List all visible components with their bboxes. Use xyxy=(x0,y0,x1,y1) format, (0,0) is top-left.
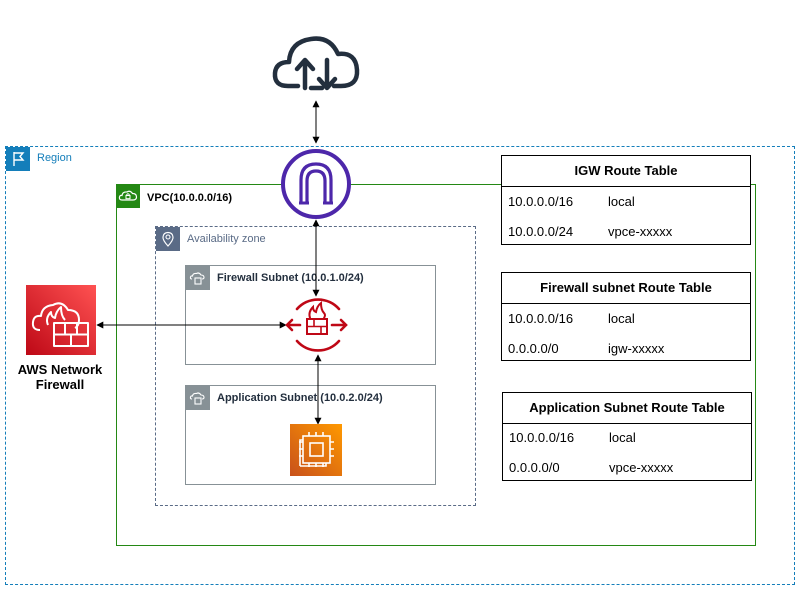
vpc-cloud-lock-icon xyxy=(116,184,140,208)
network-firewall-label-line1: AWS Network xyxy=(17,362,103,377)
route-target: vpce-xxxxx xyxy=(609,460,674,475)
route-table-title: Application Subnet Route Table xyxy=(503,393,751,424)
route-target: local xyxy=(608,194,635,209)
availability-zone-pin-icon xyxy=(156,227,180,251)
firewall-endpoint-icon xyxy=(285,298,348,352)
internet-cloud-icon xyxy=(272,36,360,91)
subnet-icon xyxy=(186,266,210,290)
route-target: vpce-xxxxx xyxy=(608,224,673,239)
availability-zone-label: Availability zone xyxy=(187,233,266,245)
route-target: local xyxy=(609,430,636,445)
route-destination: 0.0.0.0/0 xyxy=(508,341,559,356)
application-subnet-route-table: Application Subnet Route Table 10.0.0.0/… xyxy=(502,392,752,481)
network-firewall-label-line2: Firewall xyxy=(35,377,85,392)
region-flag-icon xyxy=(6,147,30,171)
region-label: Region xyxy=(37,152,72,164)
ec2-instance-icon xyxy=(290,424,342,476)
vpc-label: VPC(10.0.0.0/16) xyxy=(147,192,232,204)
application-subnet-label: Application Subnet (10.0.2.0/24) xyxy=(217,392,383,404)
route-table-title: Firewall subnet Route Table xyxy=(502,273,750,304)
route-destination: 0.0.0.0/0 xyxy=(509,460,560,475)
vpc-boundary xyxy=(116,184,756,546)
internet-gateway-icon xyxy=(281,149,351,219)
route-table-title: IGW Route Table xyxy=(502,156,750,187)
firewall-subnet-route-table: Firewall subnet Route Table 10.0.0.0/16 … xyxy=(501,272,751,361)
application-subnet-boundary xyxy=(185,385,436,485)
firewall-subnet-boundary xyxy=(185,265,436,365)
route-target: local xyxy=(608,311,635,326)
firewall-subnet-label: Firewall Subnet (10.0.1.0/24) xyxy=(217,272,364,284)
subnet-icon xyxy=(186,386,210,410)
route-destination: 10.0.0.0/16 xyxy=(509,430,575,445)
network-firewall-icon xyxy=(26,285,96,355)
route-destination: 10.0.0.0/16 xyxy=(508,311,574,326)
network-firewall-label: AWS Network Firewall xyxy=(10,362,110,392)
igw-route-table: IGW Route Table 10.0.0.0/16 local 10.0.0… xyxy=(501,155,751,245)
route-destination: 10.0.0.0/16 xyxy=(508,194,574,209)
region-boundary xyxy=(5,146,795,585)
route-destination: 10.0.0.0/24 xyxy=(508,224,574,239)
route-target: igw-xxxxx xyxy=(608,341,665,356)
